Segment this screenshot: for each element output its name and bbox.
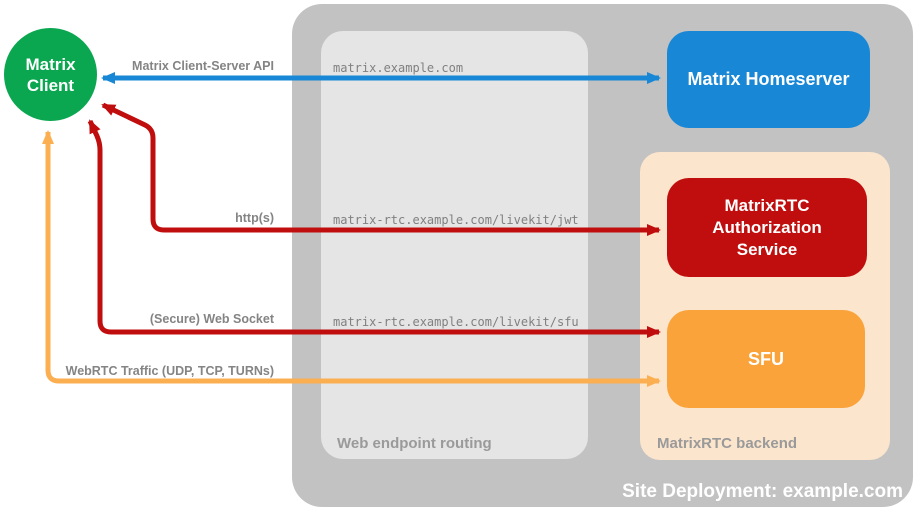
matrix-endpoint-url: matrix.example.com bbox=[333, 61, 464, 75]
matrix-client-label-line2: Client bbox=[26, 75, 75, 95]
matrix-client-node: Matrix Client bbox=[4, 28, 97, 121]
livekit-sfu-endpoint-url: matrix-rtc.example.com/livekit/sfu bbox=[333, 315, 579, 329]
matrix-homeserver-node: Matrix Homeserver bbox=[667, 31, 870, 128]
matrixrtc-backend-label: MatrixRTC backend bbox=[657, 435, 798, 452]
http-edge-label: http(s) bbox=[235, 211, 274, 225]
web-endpoint-routing-label: Web endpoint routing bbox=[337, 435, 492, 452]
matrix-client-label-line1: Matrix bbox=[25, 54, 76, 74]
site-deployment-label: Site Deployment: example.com bbox=[622, 481, 903, 502]
matrixrtc-authorization-service-node: MatrixRTC Authorization Service bbox=[667, 178, 867, 277]
matrix-homeserver-label: Matrix Homeserver bbox=[687, 69, 850, 89]
client-server-api-edge-label: Matrix Client-Server API bbox=[132, 59, 274, 73]
webrtc-edge-label: WebRTC Traffic (UDP, TCP, TURNs) bbox=[65, 364, 274, 378]
livekit-jwt-endpoint-url: matrix-rtc.example.com/livekit/jwt bbox=[333, 213, 579, 227]
websocket-edge-label: (Secure) Web Socket bbox=[149, 312, 274, 326]
sfu-node: SFU bbox=[667, 310, 865, 408]
web-endpoint-routing-container bbox=[321, 31, 588, 459]
matrixrtc-authorization-service-label: MatrixRTC Authorization Service bbox=[712, 195, 822, 259]
sfu-label: SFU bbox=[748, 348, 784, 369]
